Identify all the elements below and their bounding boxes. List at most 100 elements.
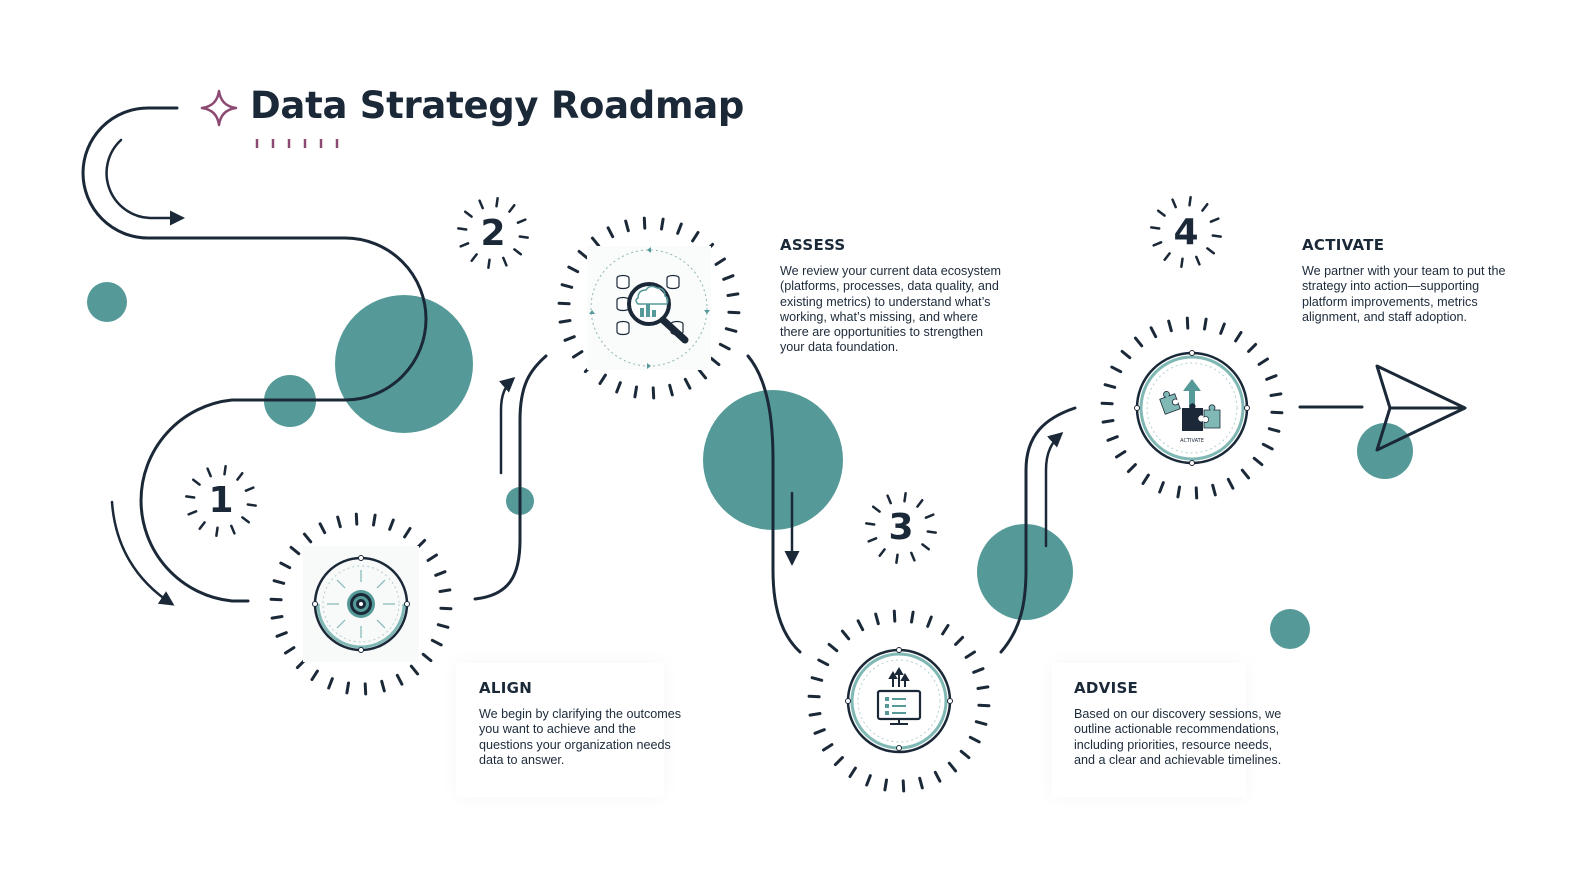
- ring-tick: [436, 623, 450, 629]
- tick-rings: [185, 196, 1284, 793]
- ring-tick: [1133, 336, 1144, 348]
- ring-tick: [903, 492, 907, 503]
- ring-tick: [1180, 257, 1184, 268]
- ring-tick: [1267, 427, 1281, 433]
- ring-tick: [327, 677, 334, 690]
- step-card-align: ALIGN We begin by clarifying the outcome…: [456, 663, 681, 797]
- puzzle-arrow-icon: ACTIVATE: [1134, 350, 1250, 466]
- icon-tick-ring-3: [807, 609, 991, 793]
- ring-tick: [567, 265, 580, 274]
- ring-tick: [865, 522, 876, 526]
- step-number-3: 3: [888, 507, 914, 548]
- ring-tick: [1206, 247, 1216, 255]
- ring-tick: [1152, 241, 1163, 247]
- ring-tick: [518, 235, 529, 239]
- ring-tick: [1265, 374, 1278, 381]
- ring-tick: [495, 197, 499, 208]
- ring-tick: [1149, 326, 1158, 339]
- ring-tick: [1171, 198, 1177, 209]
- ring-tick: [478, 199, 484, 210]
- ring-tick: [817, 658, 830, 667]
- ring-tick: [185, 495, 196, 499]
- ring-tick: [933, 770, 942, 783]
- number-tick-ring-2: [457, 197, 529, 269]
- ring-tick: [683, 377, 692, 390]
- activate-icon-caption: ACTIVATE: [1180, 438, 1204, 444]
- ring-tick: [642, 216, 647, 230]
- ring-tick: [463, 210, 473, 218]
- ring-tick: [1247, 342, 1258, 353]
- ring-tick: [1156, 209, 1166, 217]
- ring-tick: [1252, 456, 1264, 467]
- ring-tick: [1201, 202, 1209, 212]
- ring-tick: [1219, 322, 1226, 335]
- decorative-circles: [87, 282, 1413, 649]
- ring-tick: [724, 327, 738, 333]
- decor-circle: [335, 295, 473, 433]
- ring-tick: [230, 524, 236, 535]
- ring-tick: [840, 629, 851, 641]
- ring-tick: [722, 274, 735, 281]
- ring-tick: [668, 383, 674, 397]
- step-description: We partner with your team to put the str…: [1302, 264, 1506, 324]
- ring-tick: [727, 310, 741, 315]
- ring-tick: [895, 553, 899, 564]
- ring-tick: [878, 548, 886, 558]
- ring-tick: [827, 642, 839, 653]
- ring-tick: [187, 510, 198, 516]
- step-description: We review your current data ecosystem (p…: [780, 264, 1001, 355]
- ring-tick: [1110, 365, 1123, 374]
- ring-tick: [633, 385, 638, 399]
- ring-tick: [886, 494, 892, 505]
- ring-tick: [1211, 234, 1222, 238]
- ring-tick: [426, 553, 438, 562]
- ring-tick: [380, 679, 386, 693]
- step-card-advise: ADVISE Based on our discovery sessions, …: [1052, 663, 1281, 797]
- ring-tick: [198, 521, 206, 531]
- ring-tick: [901, 779, 906, 793]
- ring-tick: [813, 728, 826, 735]
- ring-tick: [275, 631, 288, 638]
- ring-tick: [1185, 316, 1190, 330]
- step-number-1: 1: [208, 480, 234, 521]
- ring-tick: [439, 606, 453, 611]
- guide-arrow: [105, 138, 185, 226]
- decor-circle: [87, 282, 127, 322]
- ring-tick: [1141, 473, 1150, 485]
- icon-tick-ring-4: [1100, 316, 1284, 500]
- ring-tick: [241, 516, 251, 524]
- ring-tick: [590, 236, 601, 248]
- ring-tick: [513, 248, 523, 256]
- ring-tick: [910, 610, 915, 624]
- ring-tick: [865, 774, 872, 787]
- ring-tick: [916, 498, 924, 508]
- ring-tick: [1209, 217, 1220, 223]
- ring-tick: [372, 513, 377, 527]
- ring-tick: [918, 776, 924, 790]
- ring-tick: [808, 712, 822, 717]
- number-tick-ring-1: [185, 465, 257, 537]
- ring-tick: [1150, 226, 1161, 230]
- step-card-assess: ASSESS We review your current data ecosy…: [760, 220, 1005, 370]
- ring-tick: [1106, 435, 1119, 442]
- ring-tick: [1126, 463, 1137, 474]
- ring-tick: [191, 478, 201, 486]
- ring-tick: [502, 256, 508, 267]
- ring-tick: [289, 545, 301, 556]
- ring-tick: [810, 676, 824, 682]
- ring-tick: [1270, 410, 1284, 415]
- ring-tick: [926, 530, 937, 534]
- decor-circle: [1357, 423, 1413, 479]
- ring-tick: [941, 624, 950, 636]
- ring-tick: [1115, 450, 1127, 459]
- ring-tick: [430, 638, 443, 647]
- ring-tick: [874, 612, 880, 626]
- step-heading: ADVISE: [1074, 679, 1139, 697]
- ring-tick: [363, 682, 368, 696]
- ring-tick: [848, 766, 857, 778]
- ring-tick: [807, 694, 821, 699]
- guide-arrow: [110, 500, 175, 606]
- ring-tick: [236, 471, 244, 481]
